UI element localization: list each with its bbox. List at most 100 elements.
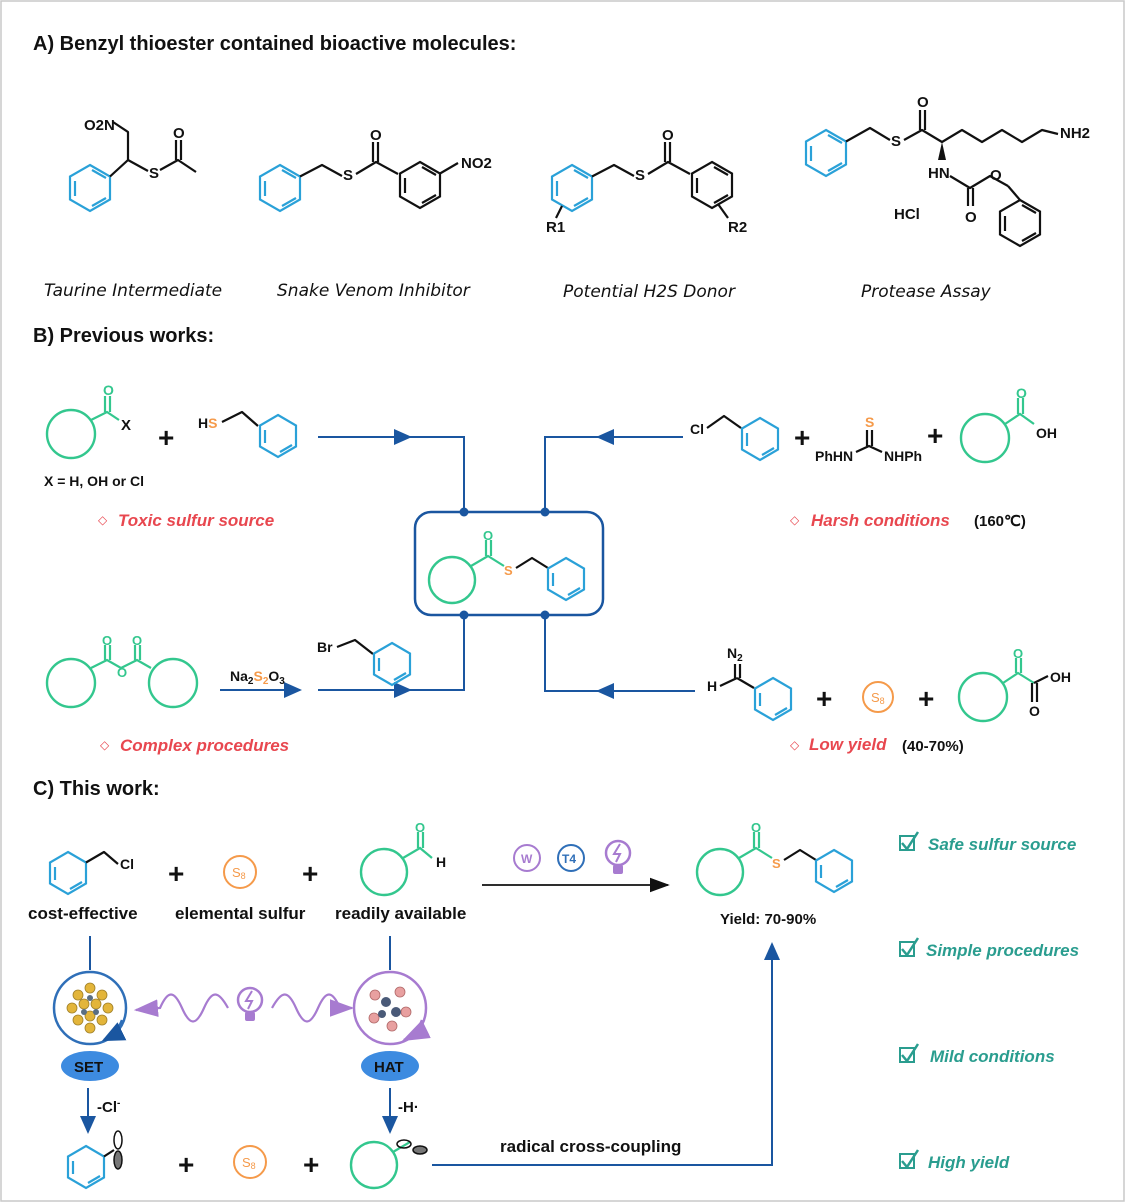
product-box	[413, 510, 605, 617]
atom-hn: HN	[928, 165, 950, 182]
atom-x: X	[121, 417, 131, 434]
molecule-snake-venom-inhibitor: S O NO2	[258, 127, 492, 213]
atom-r2: R2	[728, 219, 747, 236]
section-c-title: C) This work:	[33, 778, 160, 800]
plus-c2: +	[302, 858, 318, 889]
atom-o-carbonyl: O	[965, 209, 977, 226]
reagent-benzyl-chloride: Cl	[48, 850, 134, 896]
advantage-3: Mild conditions	[899, 1043, 1055, 1066]
drawback-low-yield: ◇ Low yield (40-70%)	[790, 735, 964, 755]
svg-text:PhHN: PhHN	[815, 448, 853, 464]
svg-text:HS: HS	[198, 415, 217, 431]
atom-no2: NO2	[461, 155, 492, 172]
reagent-s8: S8	[223, 855, 257, 889]
check-icon	[901, 937, 920, 958]
svg-text:◇: ◇	[100, 738, 110, 752]
advantage-1: Safe sulfur source	[899, 831, 1076, 854]
light-wave-left	[133, 993, 229, 1023]
check-icon	[901, 831, 920, 852]
svg-text:T4: T4	[562, 852, 576, 866]
reactant-benzyl-thiol: HS	[198, 410, 298, 459]
atom-o-2: O	[370, 127, 382, 144]
atom-r1: R1	[546, 219, 565, 236]
set-label: SET	[74, 1059, 103, 1076]
atom-o-ester: O	[990, 167, 1002, 184]
check-icon	[901, 1043, 920, 1064]
atom-hcl: HCl	[894, 206, 920, 223]
plus-c3: +	[178, 1149, 194, 1180]
atom-s-4: S	[891, 133, 901, 150]
svg-text:O: O	[103, 382, 114, 398]
svg-text:Br: Br	[317, 639, 333, 655]
label-cost-effective: cost-effective	[28, 904, 138, 923]
acyl-radical	[349, 1139, 428, 1190]
minus-h-label: -H·	[398, 1099, 419, 1116]
svg-text:Safe sulfur source: Safe sulfur source	[928, 835, 1076, 854]
svg-text:OH: OH	[1050, 669, 1071, 685]
reactant-keto-acid: O OH O	[957, 646, 1071, 723]
svg-text:O: O	[415, 820, 425, 835]
svg-text:S: S	[504, 563, 513, 578]
molecule-h2s-donor: S O R1 R2	[546, 127, 747, 236]
x-note: X = H, OH or Cl	[44, 473, 144, 489]
plus-3: +	[927, 420, 943, 451]
light-wave-right	[271, 993, 355, 1023]
svg-text:◇: ◇	[790, 738, 800, 752]
molecule-taurine-intermediate: O2N S O	[68, 117, 197, 213]
reagent-aldehyde: O H	[359, 820, 446, 897]
plus-5: +	[918, 683, 934, 714]
reactant-acyl: O X	[45, 382, 131, 460]
svg-text:O: O	[751, 820, 761, 835]
set-catalyst-cluster	[52, 970, 128, 1046]
label-elemental-sulfur: elemental sulfur	[175, 904, 306, 923]
atom-s-2: S	[343, 167, 353, 184]
light-source-icon	[236, 986, 264, 1021]
product-c: O S	[695, 820, 854, 897]
lightbulb-icon	[604, 839, 632, 874]
svg-text:(40-70%): (40-70%)	[902, 738, 964, 755]
section-b-title: B) Previous works:	[33, 325, 214, 347]
svg-text:(160℃): (160℃)	[974, 513, 1026, 530]
coupling-label: radical cross-coupling	[500, 1137, 681, 1156]
advantage-4: High yield	[899, 1149, 1010, 1172]
set-badge	[61, 1051, 119, 1081]
check-icon	[901, 1149, 920, 1170]
yield-label: Yield: 70-90%	[720, 911, 816, 928]
caption-h2s-donor: Potential H2S Donor	[563, 282, 736, 302]
plus-c1: +	[168, 858, 184, 889]
atom-cl-b: Cl	[690, 421, 704, 437]
plus-2: +	[794, 422, 810, 453]
reactant-s8-b: S8	[862, 681, 894, 713]
minus-cl-label: -Cl-	[97, 1098, 120, 1116]
svg-text:H: H	[436, 854, 446, 870]
svg-text:◇: ◇	[98, 513, 108, 527]
svg-text:N2: N2	[727, 645, 743, 664]
svg-text:O: O	[117, 665, 127, 680]
svg-text:Simple procedures: Simple procedures	[926, 941, 1079, 960]
svg-text:Cl: Cl	[120, 856, 134, 872]
plus-c4: +	[303, 1149, 319, 1180]
svg-text:W: W	[521, 852, 533, 866]
reactant-carboxylic-acid: O OH	[959, 385, 1057, 464]
svg-text:Complex procedures: Complex procedures	[120, 736, 289, 755]
drawback-complex-procedures: ◇ Complex procedures	[100, 736, 289, 755]
hat-badge	[361, 1051, 419, 1081]
hat-catalyst-cluster	[352, 970, 431, 1046]
benzyl-radical	[66, 1130, 123, 1190]
catalyst-w: W	[513, 844, 541, 872]
hat-label: HAT	[374, 1059, 404, 1076]
atom-s-3: S	[635, 167, 645, 184]
atom-nh2: NH2	[1060, 125, 1090, 142]
atom-o: O	[173, 125, 185, 142]
label-readily-available: readily available	[335, 904, 466, 923]
drawback-toxic-sulfur: ◇ Toxic sulfur source	[98, 511, 274, 530]
svg-text:◇: ◇	[790, 513, 800, 527]
svg-text:O: O	[1013, 646, 1023, 661]
drawback-harsh-conditions: ◇ Harsh conditions (160℃)	[790, 511, 1026, 530]
atom-o2n: O2N	[84, 117, 115, 134]
caption-taurine: Taurine Intermediate	[44, 281, 222, 301]
svg-text:O: O	[483, 528, 493, 543]
